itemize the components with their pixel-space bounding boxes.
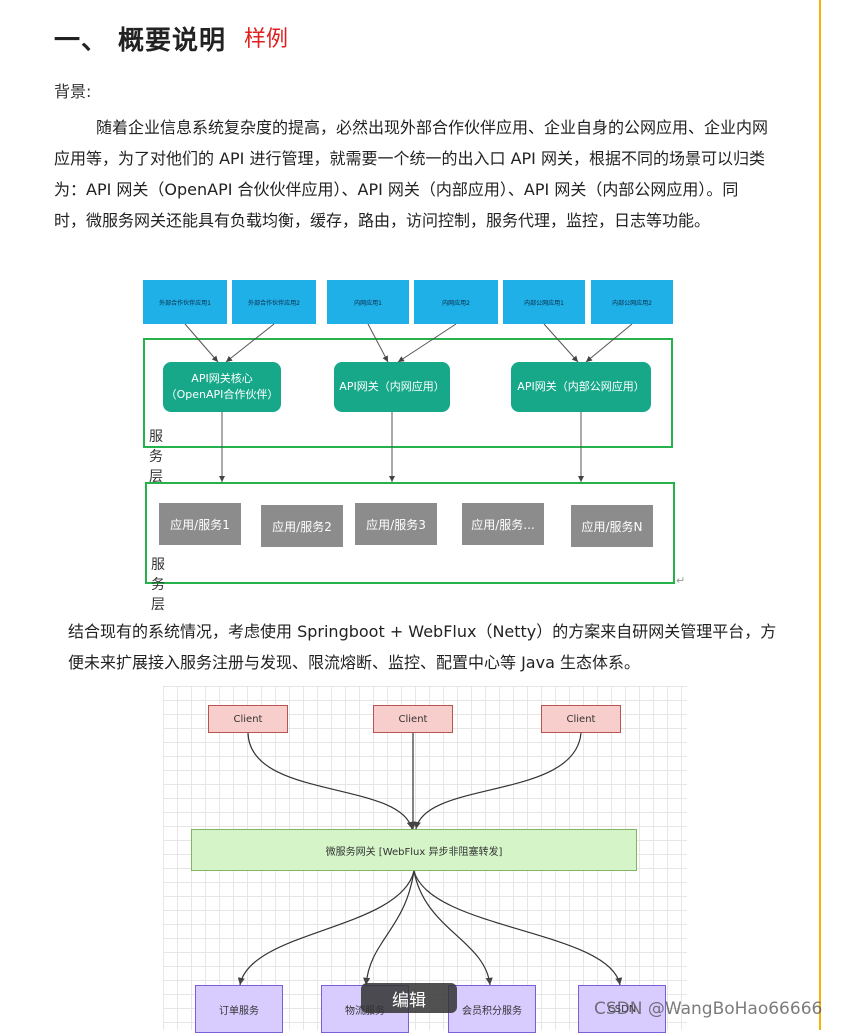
sample-tag: 样例: [244, 27, 289, 52]
app-box: 内部公网应用1: [503, 280, 585, 324]
app-box: 内网应用2: [414, 280, 498, 324]
layer-label: 服务层: [149, 429, 163, 485]
service-box: 应用/服务3: [355, 503, 437, 545]
gateway-layer-frame: [143, 338, 673, 448]
service-box: 应用/服务1: [159, 503, 241, 545]
service-box: 应用/服务2: [261, 505, 343, 547]
gateway-box: API网关核心（OpenAPI合作伙伴）: [163, 362, 281, 412]
service-box: 应用/服务N: [571, 505, 653, 547]
app-box: 内部公网应用2: [591, 280, 673, 324]
gateway-box: API网关（内部公网应用）: [511, 362, 651, 412]
layer-label: 服务层: [151, 557, 165, 613]
csdn-watermark: CSDN @WangBoHao66666: [594, 999, 823, 1019]
service-layer-frame: [145, 482, 675, 584]
gateway-box: API网关（内网应用）: [334, 362, 450, 412]
edit-button[interactable]: 编辑: [361, 983, 457, 1013]
return-mark: ↵: [676, 574, 686, 587]
intro-paragraph: 随着企业信息系统复杂度的提高，必然出现外部合作伙伴应用、企业自身的公网应用、企业…: [54, 118, 769, 230]
app-box: 内网应用1: [327, 280, 409, 324]
solution-paragraph: 结合现有的系统情况，考虑使用 Springboot + WebFlux（Nett…: [68, 622, 777, 672]
background-label: 背景:: [54, 82, 92, 101]
section-title: 一、 概要说明: [54, 26, 227, 56]
client-box: Client: [541, 705, 621, 733]
microservice-gateway-box: 微服务网关 [WebFlux 异步非阻塞转发]: [191, 829, 637, 871]
page-edge-line: [819, 0, 821, 1030]
app-box: 外部合作伙伴应用1: [143, 280, 227, 324]
app-box: 外部合作伙伴应用2: [232, 280, 316, 324]
service-box: 应用/服务...: [462, 503, 544, 545]
client-box: Client: [208, 705, 288, 733]
client-box: Client: [373, 705, 453, 733]
service-box: 会员积分服务: [448, 985, 536, 1033]
